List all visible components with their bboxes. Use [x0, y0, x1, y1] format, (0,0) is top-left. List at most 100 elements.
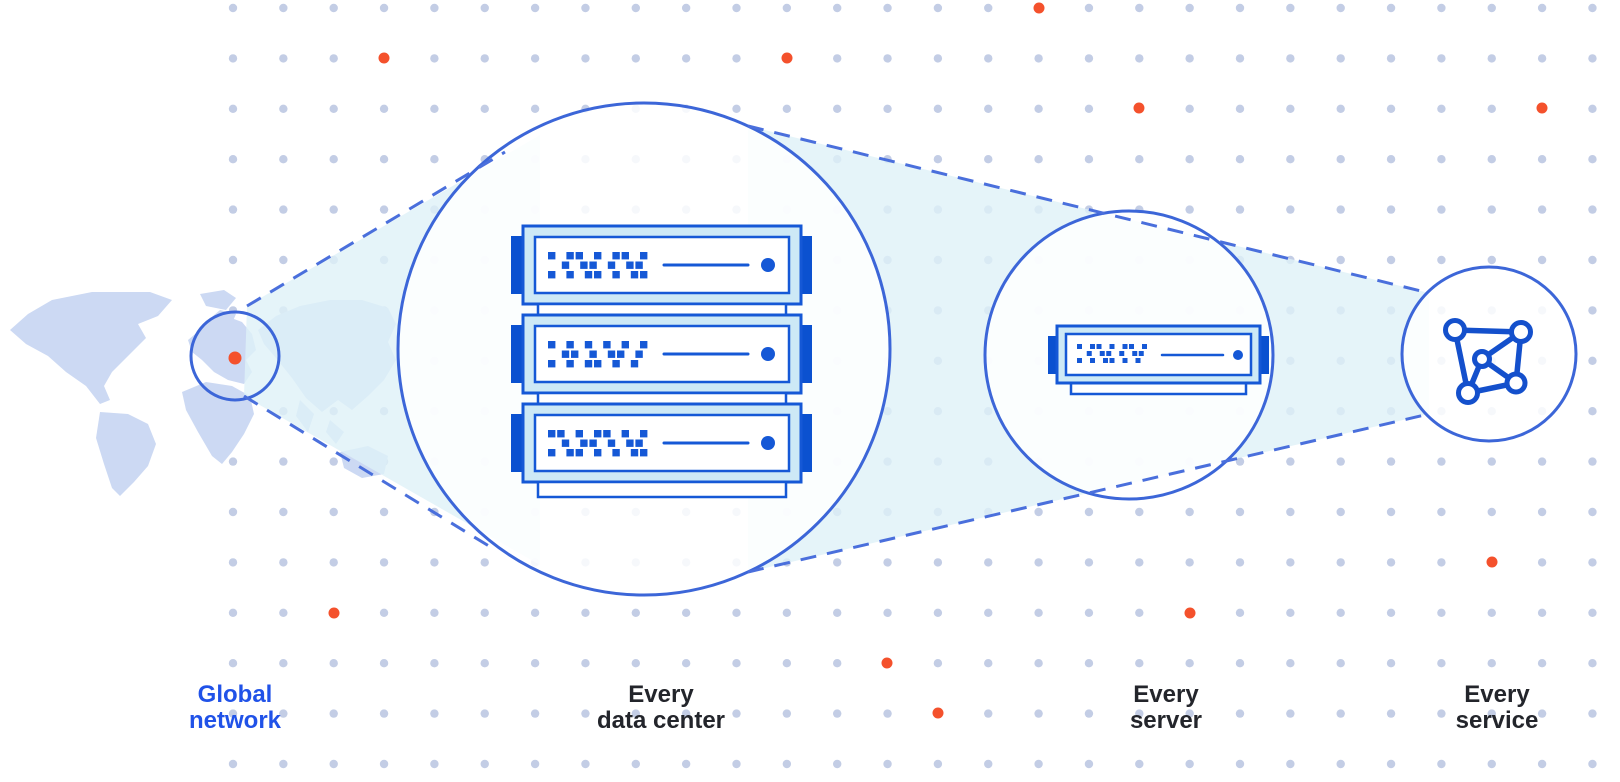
led-square — [571, 350, 579, 358]
grid-dot — [1286, 608, 1295, 617]
grid-dot — [984, 608, 993, 617]
continent-north-america — [10, 292, 172, 404]
grid-dot — [1588, 608, 1597, 617]
grid-dot — [279, 507, 288, 517]
grid-dot — [1437, 457, 1446, 466]
caption-every-service: Every service — [1347, 682, 1620, 734]
grid-dot — [1185, 155, 1194, 164]
grid-dot — [1135, 709, 1144, 718]
grid-dot — [329, 759, 338, 769]
led-square — [584, 341, 593, 349]
led-square — [589, 261, 597, 269]
grid-dot — [1386, 759, 1396, 769]
grid-dot — [1386, 507, 1396, 517]
grid-dot — [833, 659, 842, 668]
led-square — [575, 430, 583, 438]
grid-dot — [1084, 608, 1094, 617]
led-square — [548, 360, 556, 368]
accent-dot — [781, 52, 793, 64]
grid-dot — [480, 659, 489, 668]
led-square — [589, 439, 597, 447]
grid-dot — [228, 54, 238, 63]
grid-dot — [228, 205, 238, 214]
grid-dot — [1286, 205, 1295, 214]
grid-dot — [1537, 759, 1547, 769]
grid-dot — [581, 759, 590, 769]
grid-dot — [1286, 759, 1295, 769]
caption-every-server: Every server — [1016, 682, 1316, 734]
caption-line: network — [188, 707, 281, 734]
grid-dot — [1437, 608, 1446, 617]
grid-dot — [1185, 709, 1194, 718]
grid-dot — [1034, 507, 1043, 517]
grid-dot — [681, 608, 691, 617]
grid-dot — [279, 608, 288, 617]
led-square — [1122, 358, 1128, 363]
grid-dot — [1235, 457, 1245, 466]
accent-dot — [1133, 102, 1145, 114]
grid-dot — [480, 104, 489, 114]
grid-dot — [1588, 3, 1597, 13]
grid-dot — [883, 54, 892, 63]
led-square — [1142, 344, 1147, 349]
grid-dot — [1437, 507, 1446, 517]
grid-dot — [1537, 255, 1547, 265]
continent-europe — [188, 316, 256, 384]
grid-dot — [1084, 709, 1094, 718]
rack-server-1-icon — [511, 224, 812, 306]
rack-joint — [536, 302, 788, 317]
grid-dot — [1286, 507, 1295, 517]
led-square — [1132, 351, 1138, 356]
grid-dot — [883, 709, 892, 718]
grid-dot — [631, 608, 640, 617]
led-square — [640, 449, 648, 457]
led-square — [561, 439, 570, 447]
grid-dot — [379, 558, 389, 567]
grid-dot — [1386, 255, 1396, 265]
grid-dot — [933, 558, 943, 567]
led-square — [548, 271, 556, 279]
grid-dot — [1336, 759, 1345, 769]
led-square — [1135, 358, 1141, 363]
grid-dot — [1336, 709, 1345, 718]
grid-dot — [1135, 608, 1144, 617]
grid-dot — [933, 759, 943, 769]
grid-dot — [530, 608, 540, 617]
grid-dot — [1487, 709, 1496, 718]
grid-dot — [1185, 507, 1194, 517]
led-square — [594, 449, 602, 457]
led-square — [612, 449, 620, 457]
grid-dot — [1235, 155, 1245, 164]
grid-dot — [833, 709, 842, 718]
led-square — [548, 430, 556, 438]
grid-dot — [631, 659, 640, 668]
led-square — [603, 430, 611, 438]
caption-line: server — [1129, 707, 1203, 734]
grid-dot — [530, 3, 540, 13]
grid-dot — [1235, 709, 1245, 718]
grid-dot — [1084, 558, 1094, 567]
grid-dot — [228, 507, 238, 517]
grid-dot — [379, 709, 389, 718]
grid-dot — [984, 759, 993, 769]
grid-dot — [1386, 205, 1396, 214]
grid-dot — [480, 608, 489, 617]
mesh-node — [1472, 349, 1492, 369]
zoom-dash-left-lower — [243, 394, 498, 553]
led-square — [594, 252, 602, 260]
grid-dot — [933, 608, 943, 617]
grid-dot — [329, 155, 338, 164]
grid-dot — [1487, 759, 1496, 769]
led-square — [1086, 351, 1092, 356]
grid-dot — [833, 104, 842, 114]
grid-dot — [1588, 255, 1597, 265]
grid-dot — [480, 558, 489, 567]
led-square — [607, 350, 616, 358]
accent-dot — [932, 707, 944, 719]
led-square — [566, 252, 574, 260]
grid-dot — [430, 3, 439, 13]
grid-dot — [732, 54, 741, 63]
grid-dot — [1588, 407, 1597, 416]
led-square — [1103, 358, 1108, 363]
grid-dot — [329, 457, 338, 466]
